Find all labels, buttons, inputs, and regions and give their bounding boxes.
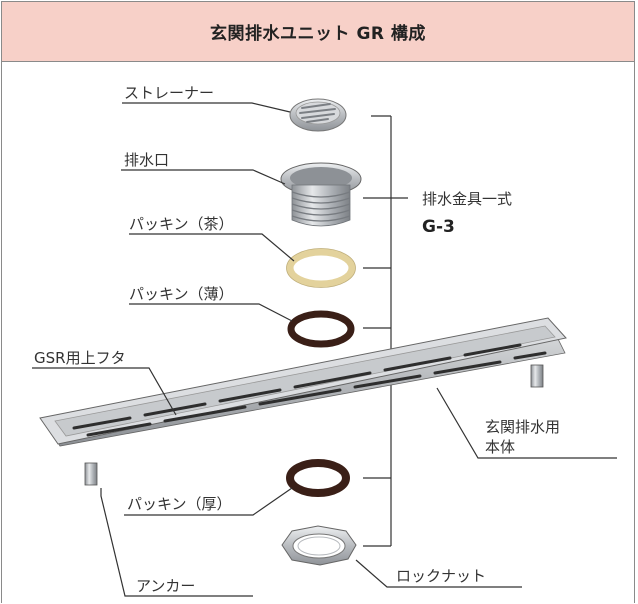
drain-body-with-lid — [39, 317, 567, 486]
label-fitting-set: 排水金具一式 — [422, 190, 512, 208]
packing-brown-outline — [286, 248, 356, 288]
packing-brown-part — [286, 248, 356, 288]
label-body-line1: 玄関排水用 — [485, 418, 560, 436]
label-drain-outlet: 排水口 — [124, 151, 169, 169]
fitting-set-bracket — [363, 115, 408, 547]
drain-outlet-part — [280, 162, 362, 227]
lock-nut-part — [281, 525, 357, 566]
packing-thin-part — [287, 310, 355, 348]
label-gsr-lid: GSR用上フタ — [34, 349, 126, 367]
label-model: G-3 — [422, 217, 455, 237]
label-packing-thin: パッキン（薄） — [129, 285, 234, 303]
label-packing-thick: パッキン（厚） — [127, 495, 232, 513]
label-body-line2: 本体 — [485, 438, 515, 456]
leader-lines — [32, 102, 617, 597]
packing-thick-part — [286, 459, 350, 497]
strainer-part — [289, 98, 347, 132]
header-bar: 玄関排水ユニット GR 構成 — [2, 2, 634, 62]
label-packing-brown: パッキン（茶） — [129, 215, 234, 233]
label-strainer: ストレーナー — [124, 84, 214, 102]
page-title: 玄関排水ユニット GR 構成 — [210, 24, 426, 44]
label-lock-nut: ロックナット — [396, 567, 486, 585]
label-anchor: アンカー — [136, 577, 195, 595]
